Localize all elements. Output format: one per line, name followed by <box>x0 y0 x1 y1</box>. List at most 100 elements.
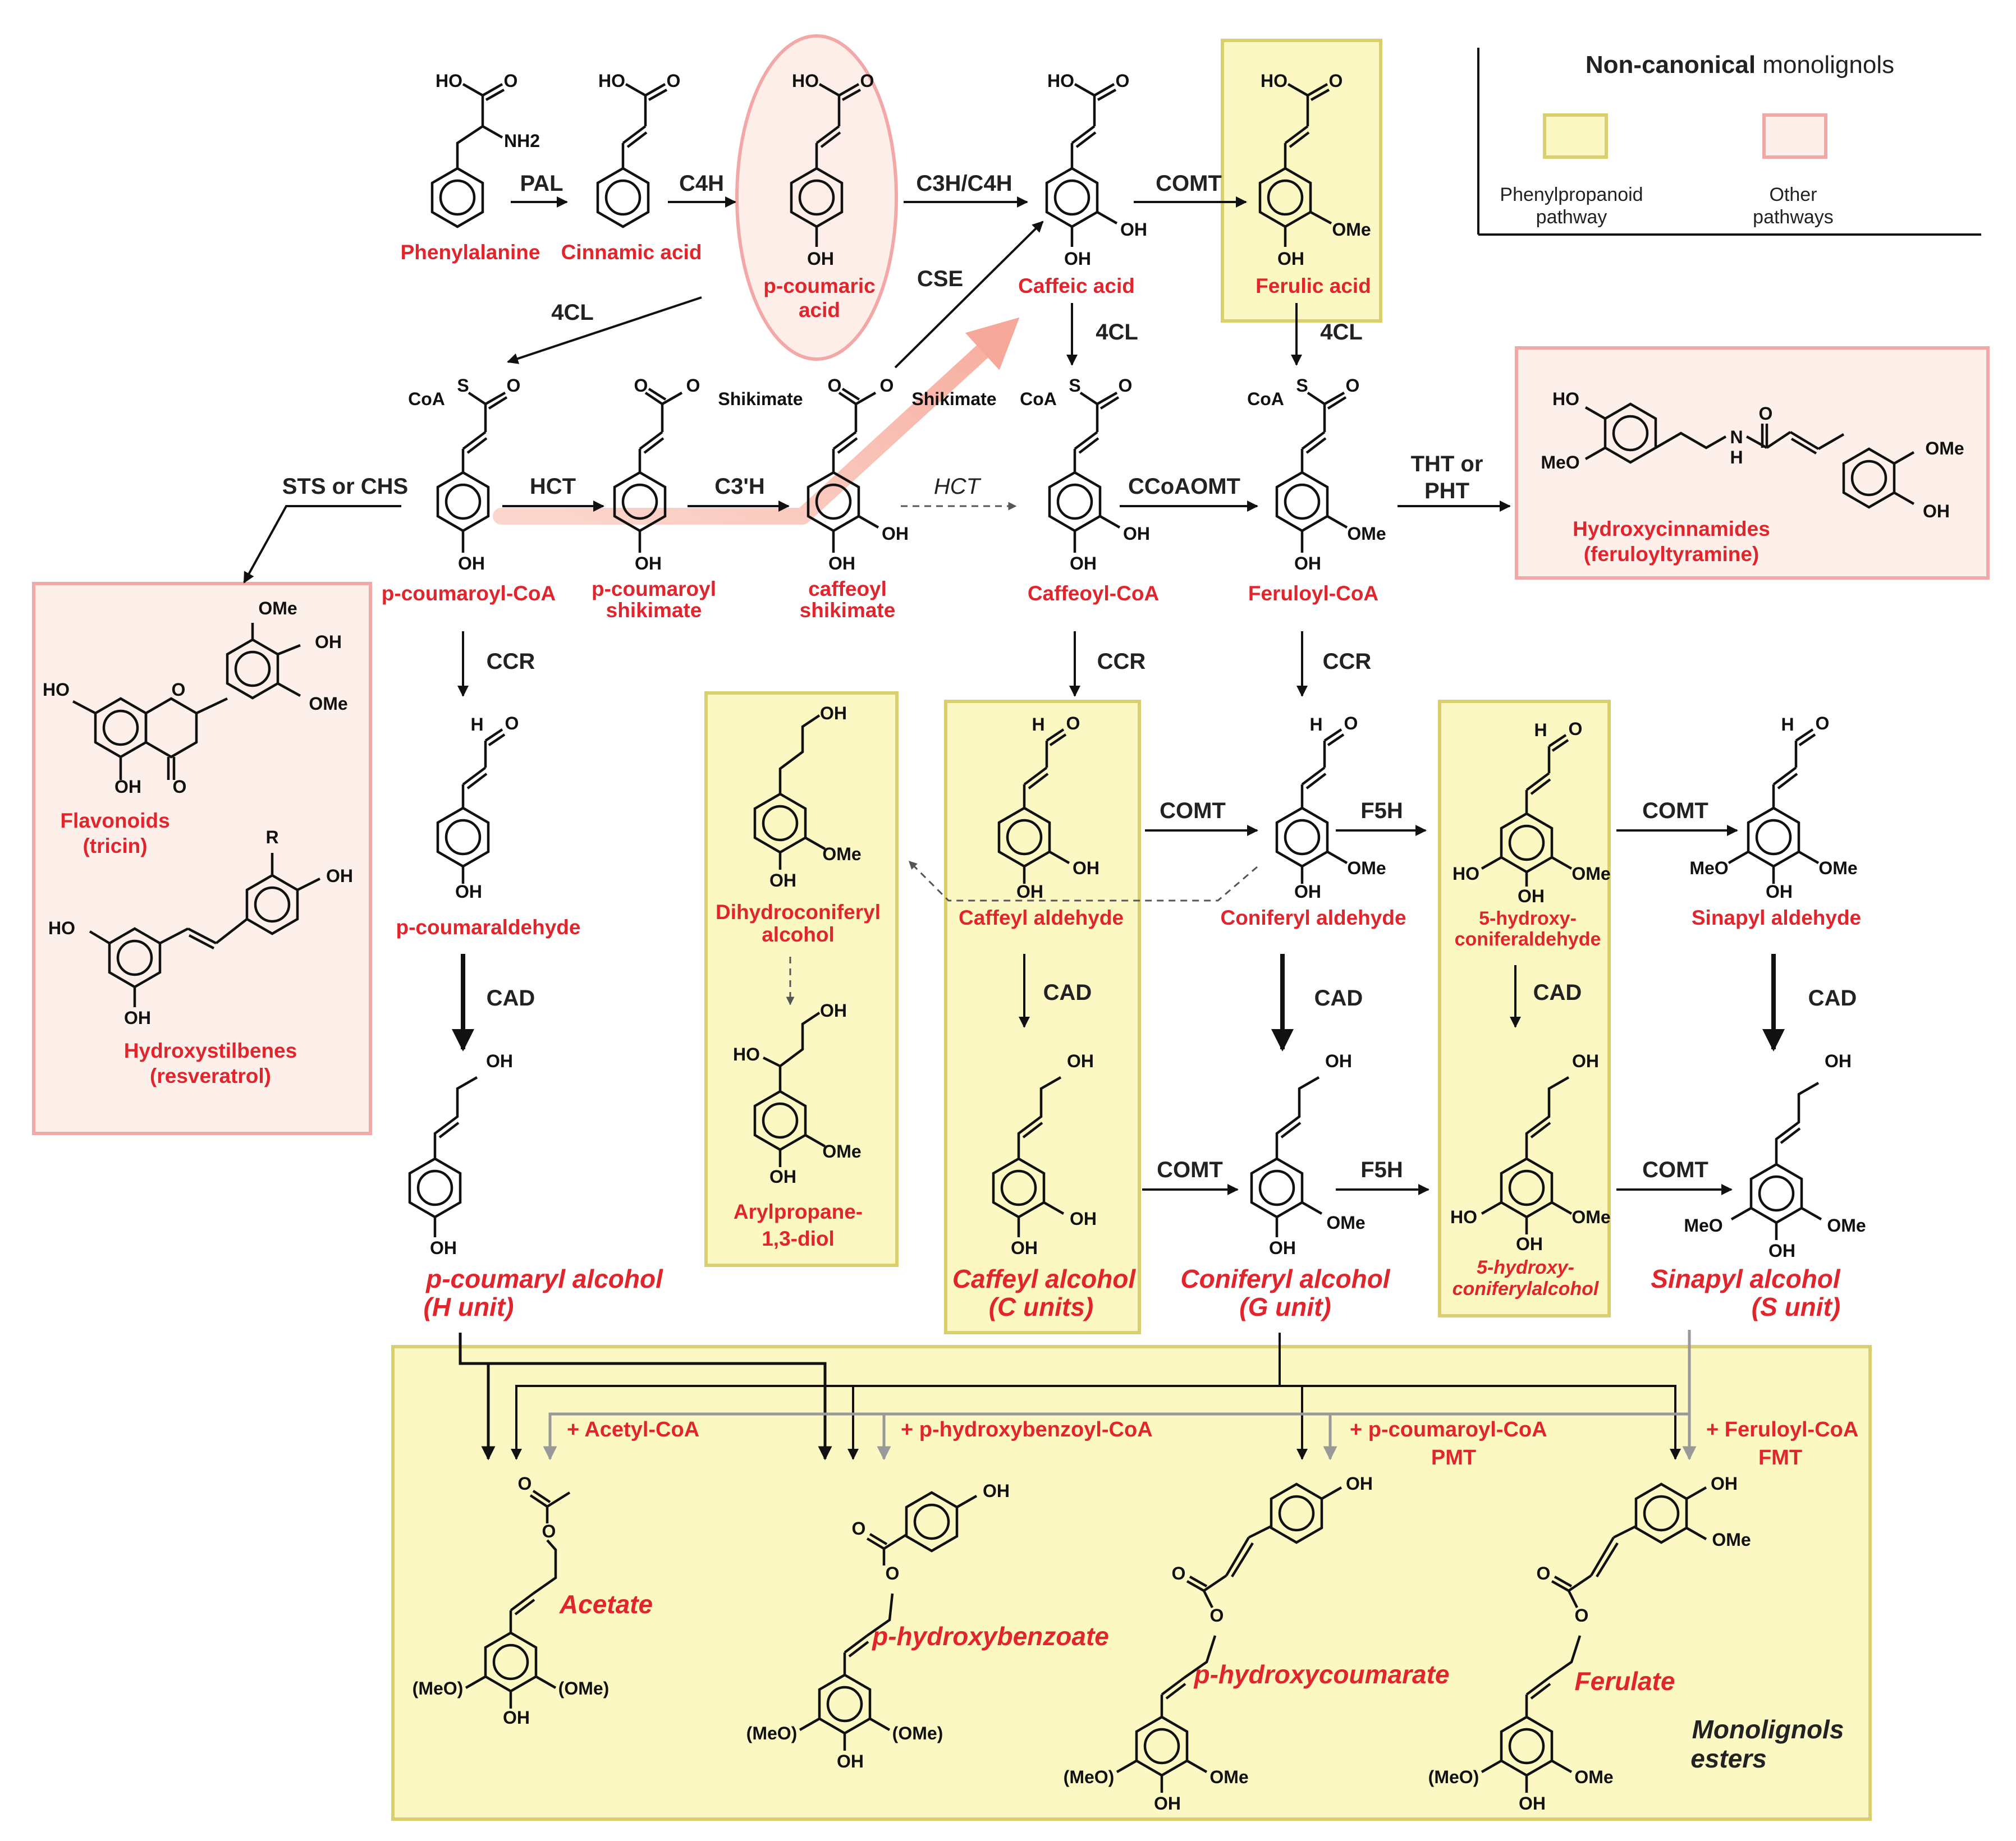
legend-other-label: Other <box>1769 184 1817 205</box>
svg-text:O: O <box>667 71 681 91</box>
monolignol-esters-box <box>391 1345 1872 1821</box>
legend-title: Non-canonical monolignols <box>1586 51 1894 79</box>
svg-text:OH: OH <box>983 1481 1010 1501</box>
svg-text:O: O <box>173 777 187 797</box>
svg-text:O: O <box>1116 71 1130 91</box>
svg-text:OH: OH <box>1519 1793 1546 1814</box>
svg-text:OMe: OMe <box>1347 858 1386 878</box>
label-caffeyl-aldehyde: Caffeyl aldehyde <box>959 906 1124 929</box>
svg-text:OH: OH <box>1120 219 1147 240</box>
svg-text:OH: OH <box>1516 1234 1543 1254</box>
label-acetyl-coa: + Acetyl-CoA <box>567 1418 699 1441</box>
label-dihydroconiferyl-alcohol-2: alcohol <box>762 923 835 946</box>
p-coumaric-acid-structure: HO O OH <box>790 71 874 269</box>
svg-text:O: O <box>172 680 186 700</box>
svg-text:O: O <box>518 1473 532 1494</box>
svg-text:(MeO): (MeO) <box>1064 1767 1115 1787</box>
p-hydroxybenzoate-structure: O O OH OH (OMe) (MeO) <box>746 1481 1010 1771</box>
caffeoyl-shikimate-structure: O O Shikimate OH OH <box>807 375 997 573</box>
label-feruloyl-coa-ester: + Feruloyl-CoA <box>1706 1418 1858 1441</box>
svg-text:H: H <box>1781 714 1794 734</box>
arrow-4cl-pcoum <box>507 296 702 364</box>
caffeyl-alcohol-structure: OH OH OH <box>992 1051 1097 1258</box>
label-hydroxystilbenes: Hydroxystilbenes <box>124 1039 297 1062</box>
svg-text:O: O <box>505 713 519 733</box>
svg-text:HO: HO <box>733 1044 760 1064</box>
svg-text:R: R <box>265 827 278 847</box>
label-hydroxycinnamides-2: (feruloyltyramine) <box>1584 543 1760 566</box>
ferulic-acid-structure: HO O OH OMe <box>1258 71 1371 269</box>
svg-text:OMe: OMe <box>1818 858 1857 878</box>
label-phb-coa: + p-hydroxybenzoyl-CoA <box>901 1418 1153 1441</box>
caffeoyl-coa-structure: S CoA O OH OH <box>1020 375 1150 573</box>
svg-text:O: O <box>828 375 842 396</box>
label-hydroxystilbenes-2: (resveratrol) <box>150 1064 271 1087</box>
sinapyl-alcohol-structure: OH OH OMe MeO <box>1684 1051 1866 1261</box>
svg-text:OH: OH <box>114 777 141 797</box>
legend-yellow-swatch <box>1543 113 1608 159</box>
cse-highlight-path <box>493 317 1020 525</box>
label-p-coumaroyl-shikimate-2: shikimate <box>606 599 702 622</box>
caffeic-acid-structure: HO O OH OH <box>1045 71 1147 269</box>
svg-text:OH: OH <box>1768 1241 1795 1261</box>
svg-text:H: H <box>1032 714 1044 734</box>
ferulic-acid-box <box>1221 39 1382 323</box>
svg-text:OH: OH <box>807 249 834 269</box>
enzyme-ccr-2: CCR <box>1097 649 1146 674</box>
label-cinnamic-acid: Cinnamic acid <box>561 241 702 264</box>
svg-text:OH: OH <box>1073 858 1099 878</box>
label-p-coumaric-acid: p-coumaric <box>763 274 875 297</box>
svg-text:MeO: MeO <box>1541 452 1579 472</box>
svg-text:OMe: OMe <box>1574 1767 1613 1787</box>
svg-text:O: O <box>1575 1605 1589 1626</box>
ferulate-ester-structure: O O OH OMe OH OMe (MeO) <box>1428 1473 1751 1814</box>
svg-text:OH: OH <box>769 870 796 890</box>
svg-text:OH: OH <box>828 553 855 573</box>
svg-text:OMe: OMe <box>1571 1207 1610 1227</box>
svg-text:S: S <box>457 375 469 396</box>
svg-text:OH: OH <box>1067 1051 1094 1071</box>
label-ferulate: Ferulate <box>1575 1666 1675 1696</box>
enzyme-ccr-3: CCR <box>1323 649 1372 674</box>
label-p-coumaryl-alcohol: p-coumaryl alcohol <box>425 1264 663 1293</box>
p-coumaric-highlight <box>735 34 898 361</box>
svg-text:O: O <box>504 71 518 91</box>
enzyme-cad-2: CAD <box>1043 980 1092 1005</box>
enzyme-cad-3: CAD <box>1314 986 1363 1011</box>
label-p-coumaryl-alcohol-2: (H unit) <box>424 1292 514 1321</box>
svg-text:S: S <box>1069 375 1080 396</box>
enzyme-comt-4: COMT <box>1157 1158 1223 1182</box>
cinnamic-acid-structure: HO O <box>596 71 681 228</box>
svg-text:HO: HO <box>1552 389 1579 409</box>
label-monolignol-esters: Monolignols <box>1692 1715 1844 1744</box>
svg-text:Shikimate: Shikimate <box>911 389 996 409</box>
label-caffeoyl-shikimate: caffeoyl <box>808 577 887 600</box>
svg-text:HO: HO <box>598 71 625 91</box>
svg-text:OMe: OMe <box>822 844 861 864</box>
svg-text:O: O <box>1344 713 1358 733</box>
svg-text:OMe: OMe <box>309 694 347 714</box>
arrow-cse <box>894 221 1044 369</box>
svg-text:OH: OH <box>1294 882 1321 902</box>
svg-text:OH: OH <box>458 553 485 573</box>
svg-text:OH: OH <box>1154 1793 1181 1814</box>
ester-distribution-lines <box>459 1330 1697 1461</box>
svg-text:OH: OH <box>124 1008 151 1028</box>
hydroxyconiferaldehyde-structure: H O OH OMe HO <box>1453 719 1611 906</box>
svg-text:OH: OH <box>1277 249 1304 269</box>
hydroxyconiferyl-box <box>1438 700 1611 1317</box>
legend-pink-swatch <box>1762 113 1827 159</box>
svg-text:O: O <box>686 375 700 396</box>
label-coniferyl-aldehyde: Coniferyl aldehyde <box>1220 906 1406 929</box>
svg-text:HO: HO <box>792 71 819 91</box>
p-hydroxycoumarate-structure: O O OH OH OMe (MeO) <box>1064 1473 1373 1814</box>
svg-text:OMe: OMe <box>1332 219 1371 240</box>
label-p-coumaroyl-shikimate: p-coumaroyl <box>592 577 716 600</box>
label-sinapyl-alcohol: Sinapyl alcohol <box>1651 1264 1841 1293</box>
label-coniferyl-alcohol-2: (G unit) <box>1239 1292 1331 1321</box>
svg-text:S: S <box>1296 375 1308 396</box>
svg-text:OMe: OMe <box>1347 524 1386 544</box>
svg-text:HO: HO <box>1453 864 1479 884</box>
svg-text:OH: OH <box>1711 1473 1738 1494</box>
